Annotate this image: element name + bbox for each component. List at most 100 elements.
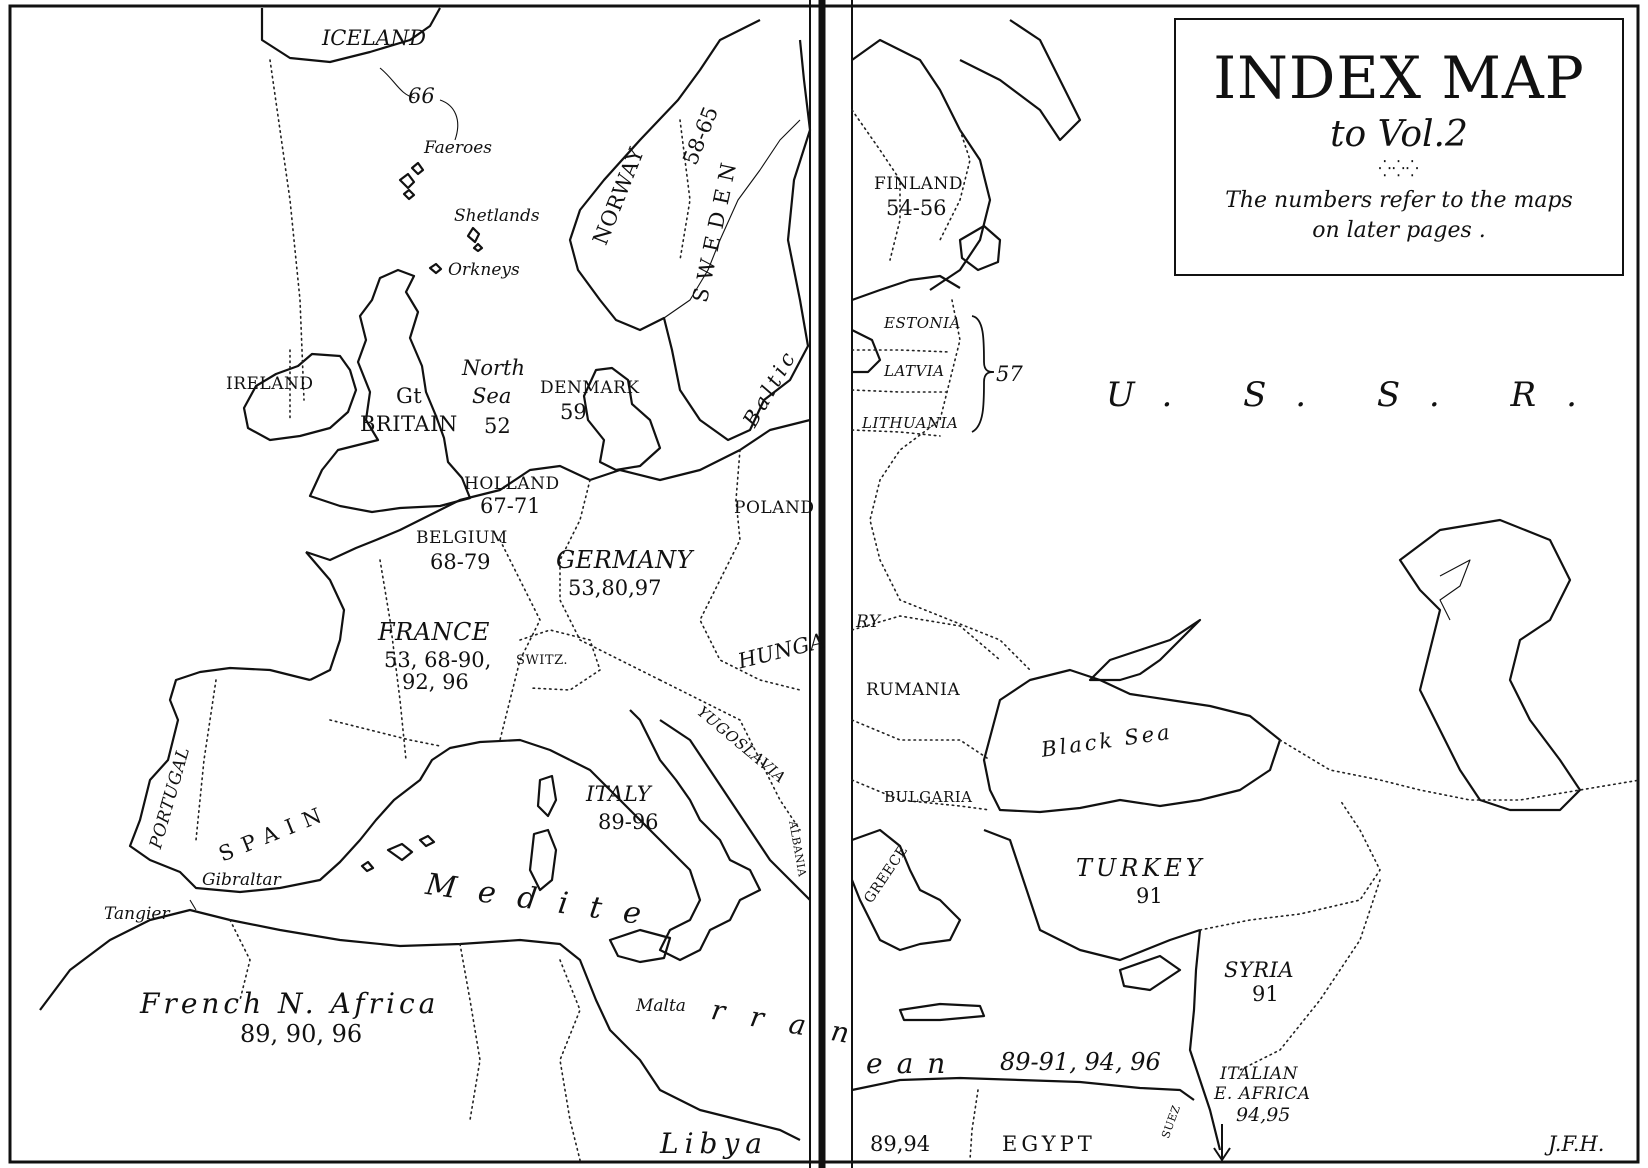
caspian-sea <box>1398 518 1582 812</box>
border-north-africa <box>229 919 481 1121</box>
ireland-coast <box>242 352 358 442</box>
label-syria: SYRIA <box>1224 958 1295 982</box>
baltic-states-bracket <box>971 315 995 433</box>
label-italy: ITALY <box>586 782 652 806</box>
denmark-coast <box>582 366 662 472</box>
orkney-islands <box>428 262 443 275</box>
border-rumania <box>851 615 1001 761</box>
label-ussr: U. S. S. R. <box>1106 375 1607 415</box>
italy-coast <box>569 709 762 962</box>
label-britain-num: 52 <box>484 414 511 438</box>
border-france-germany <box>499 539 541 741</box>
label-hungary-tail: RY <box>856 612 881 632</box>
label-italian-africa-1: ITALIAN <box>1220 1064 1299 1084</box>
label-tangier: Tangier <box>104 904 170 924</box>
adriatic-east-coast <box>659 719 811 901</box>
border-uk-meridian <box>269 59 407 761</box>
border-finland-ussr <box>851 109 901 261</box>
label-libya: Libya <box>660 1127 768 1160</box>
label-belgium: BELGIUM <box>416 528 508 548</box>
iceland-coast <box>260 7 441 64</box>
border-syria-east <box>1239 879 1381 1071</box>
legend-title: INDEX MAP <box>1213 44 1585 112</box>
label-baltic-states-num: 57 <box>996 362 1023 386</box>
faeroes-islands <box>398 161 425 201</box>
border-egypt-libya <box>969 1089 979 1161</box>
label-egypt-num: 89,94 <box>870 1132 931 1156</box>
crete <box>898 1002 986 1022</box>
legend-note-line1: The numbers refer to the maps <box>1225 188 1573 213</box>
label-france-num2: 92, 96 <box>402 670 469 694</box>
label-egypt: EGYPT <box>1002 1132 1096 1156</box>
label-ireland: IRELAND <box>226 374 314 394</box>
label-turkey: TURKEY <box>1076 854 1206 882</box>
label-french-north-africa: French N. Africa <box>140 987 440 1020</box>
label-germany-num: 53,80,97 <box>568 576 662 600</box>
label-mediterranean-num: 89-91, 94, 96 <box>1000 1048 1161 1076</box>
sardinia <box>528 828 558 892</box>
levant-coast <box>1188 929 1222 1151</box>
border-baltic-states <box>851 349 951 437</box>
sicily <box>608 928 672 964</box>
iberia-coast <box>128 666 571 894</box>
label-britain: BRITAIN <box>360 412 458 436</box>
label-north: North <box>462 356 526 380</box>
label-malta: Malta <box>636 996 686 1016</box>
cyprus <box>1118 954 1182 992</box>
strait-gibraltar <box>189 899 197 911</box>
border-yugoslavia <box>659 679 801 831</box>
border-turkey-syria <box>1199 799 1381 931</box>
label-bulgaria: BULGARIA <box>884 788 973 806</box>
label-iceland-num: 66 <box>408 84 435 108</box>
border-sweden-finland <box>679 119 691 261</box>
legend-ornament: ⁛⁛⁛ <box>1378 159 1420 178</box>
border-ussr-west <box>869 129 1031 671</box>
lake-ladoga <box>958 224 1002 272</box>
label-holland-num: 67-71 <box>480 494 541 518</box>
label-italian-africa-num: 94,95 <box>1236 1104 1291 1126</box>
europe-north-coast <box>305 418 811 562</box>
border-france-spain <box>329 719 441 747</box>
label-mediterranean-3: ean <box>866 1047 960 1080</box>
border-germany-east <box>559 479 661 681</box>
label-orkneys: Orkneys <box>448 260 520 280</box>
label-france-num1: 53, 68-90, <box>384 648 492 672</box>
france-west-coast <box>305 551 346 681</box>
shetland-islands <box>466 226 484 253</box>
label-latvia: LATVIA <box>884 362 945 380</box>
label-holland: HOLLAND <box>464 474 560 494</box>
legend-note-line2: on later pages . <box>1312 217 1486 243</box>
label-lithuania: LITHUANIA <box>862 414 959 432</box>
label-shetlands: Shetlands <box>454 206 540 226</box>
legend-box: INDEX MAP to Vol.2 ⁛⁛⁛ The numbers refer… <box>1174 18 1624 276</box>
label-estonia: ESTONIA <box>884 314 961 332</box>
white-sea-coast <box>959 19 1082 142</box>
label-italy-num: 89-96 <box>598 810 659 834</box>
legend-subtitle: to Vol.2 <box>1330 114 1468 155</box>
caspian-inner <box>1439 559 1471 621</box>
italian-africa-arrow <box>1213 1124 1231 1162</box>
sweden-inner-coast <box>663 119 801 319</box>
label-french-north-africa-num: 89, 90, 96 <box>240 1020 363 1048</box>
label-france: FRANCE <box>378 618 490 646</box>
label-poland: POLAND <box>734 498 815 518</box>
border-bulgaria <box>851 779 991 811</box>
label-germany: GERMANY <box>556 546 694 574</box>
label-faeroes: Faeroes <box>424 138 492 158</box>
anatolia-coast <box>983 828 1201 962</box>
border-spain-portugal <box>195 679 217 841</box>
border-germany-poland <box>699 449 801 691</box>
label-denmark-num: 59 <box>560 400 587 424</box>
label-turkey-num: 91 <box>1136 884 1163 908</box>
label-italian-africa-2: E. AFRICA <box>1214 1084 1311 1104</box>
label-finland-num: 54-56 <box>886 196 947 220</box>
border-switzerland <box>519 629 601 691</box>
north-africa-coast <box>39 908 801 1141</box>
balearic-islands <box>360 834 436 873</box>
label-denmark: DENMARK <box>540 378 640 398</box>
label-syria-num: 91 <box>1252 982 1279 1006</box>
border-libya-tunisia <box>559 959 581 1161</box>
label-gibraltar: Gibraltar <box>202 870 281 890</box>
label-gt: Gt <box>396 384 423 408</box>
